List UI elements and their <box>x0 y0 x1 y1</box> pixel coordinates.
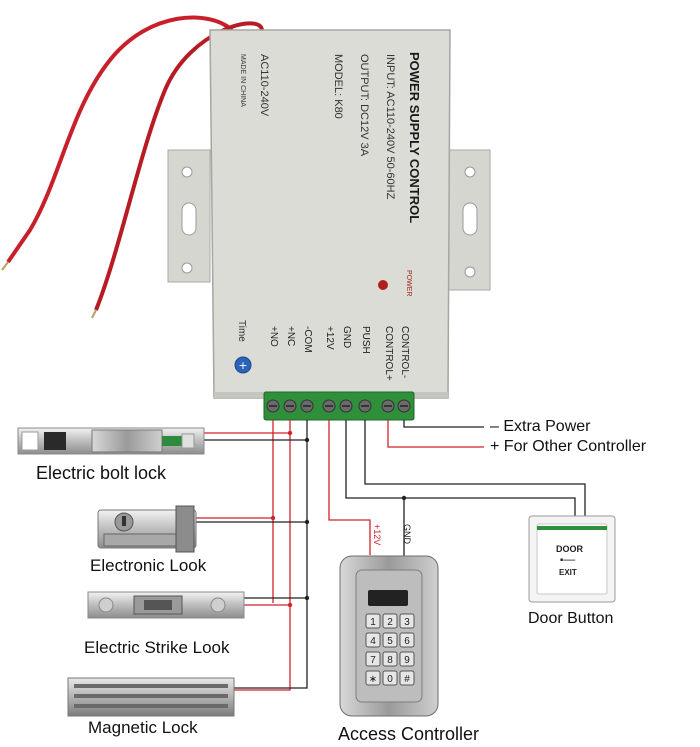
power-supply-unit: + <box>167 29 491 399</box>
terminal-label: -COM <box>302 326 313 353</box>
power-led-label: POWER <box>405 270 412 297</box>
psu-output-spec: OUTPUT: DC12V 3A <box>358 54 370 157</box>
electric-bolt-lock-image <box>17 427 205 455</box>
terminal-label: +NC <box>285 326 296 347</box>
label-magnetic-lock: Magnetic Lock <box>88 718 198 737</box>
keypad-key-label: 5 <box>387 636 393 647</box>
psu-title: POWER SUPPLY CONTROL <box>407 52 422 224</box>
label-door-button: Door Button <box>528 610 614 627</box>
keypad-key-label: 0 <box>387 674 393 685</box>
power-led <box>378 280 388 290</box>
time-label: Time <box>236 320 247 342</box>
keypad-key <box>382 632 398 648</box>
electric-strike-lock-image <box>87 591 245 619</box>
psu-made-in: MADE IN CHINA <box>239 54 246 107</box>
keypad-key <box>365 632 381 648</box>
terminal-label: CONTROL- <box>399 326 410 379</box>
wire-label-plus12v: +12V <box>372 524 382 546</box>
red-wires <box>196 420 484 691</box>
keypad-key <box>365 651 381 667</box>
keypad-key <box>382 613 398 629</box>
keypad-key <box>399 670 415 686</box>
psu-voltage: AC110-240V <box>258 54 270 117</box>
keypad-key <box>382 670 398 686</box>
keypad-key-label: ∗ <box>369 674 377 685</box>
terminal-label: GND <box>341 326 352 349</box>
electronic-lock-image <box>97 505 197 553</box>
terminal-label: PUSH <box>360 326 371 354</box>
wire-junction-dots <box>270 430 407 608</box>
keypad-key-label: 8 <box>387 655 393 666</box>
terminal-label: CONTROL+ <box>383 326 394 381</box>
keypad-key-label: 6 <box>404 636 410 647</box>
keypad-key <box>399 632 415 648</box>
label-access-controller: Access Controller <box>338 724 480 744</box>
keypad-key <box>399 651 415 667</box>
keypad-key <box>382 651 398 667</box>
wire-label-gnd: GND <box>402 524 412 544</box>
keypad-key-label: 7 <box>370 655 376 666</box>
keypad-key-label: 1 <box>370 617 376 628</box>
terminal-block <box>263 391 415 421</box>
keypad-key <box>365 613 381 629</box>
psu-input-spec: INPUT: AC110-240V 50-60HZ <box>384 54 396 200</box>
door-button-key-icon: ⬝— <box>560 552 576 566</box>
keypad-key-label: 9 <box>404 655 410 666</box>
keypad-key <box>365 670 381 686</box>
dark-wires <box>196 420 586 689</box>
terminal-label: +12V <box>324 326 335 350</box>
psu-model: MODEL: K80 <box>332 54 344 119</box>
ac-input-cables <box>1 15 264 319</box>
svg-text:+: + <box>238 359 247 372</box>
keypad-key-label: 3 <box>404 617 410 628</box>
label-electronic-lock: Electronic Look <box>90 556 207 575</box>
label-electric-bolt-lock: Electric bolt lock <box>36 463 167 483</box>
extra-power-minus-label: – Extra Power <box>490 418 591 435</box>
keypad-key-label: 2 <box>387 617 393 628</box>
keypad-key-label: 4 <box>370 636 376 647</box>
label-electric-strike-lock: Electric Strike Look <box>84 638 230 657</box>
keypad-card-reader <box>368 590 408 606</box>
time-adjust-knob <box>234 356 252 374</box>
door-button-image <box>528 515 616 603</box>
door-button-text-exit: EXIT <box>559 568 577 577</box>
magnetic-lock-image <box>67 677 235 717</box>
door-button-text-door: DOOR <box>556 544 583 554</box>
keypad-key <box>399 613 415 629</box>
terminal-label: +NO <box>268 326 279 347</box>
extra-power-plus-label: + For Other Controller <box>490 438 647 455</box>
keypad-key-label: # <box>404 674 410 685</box>
